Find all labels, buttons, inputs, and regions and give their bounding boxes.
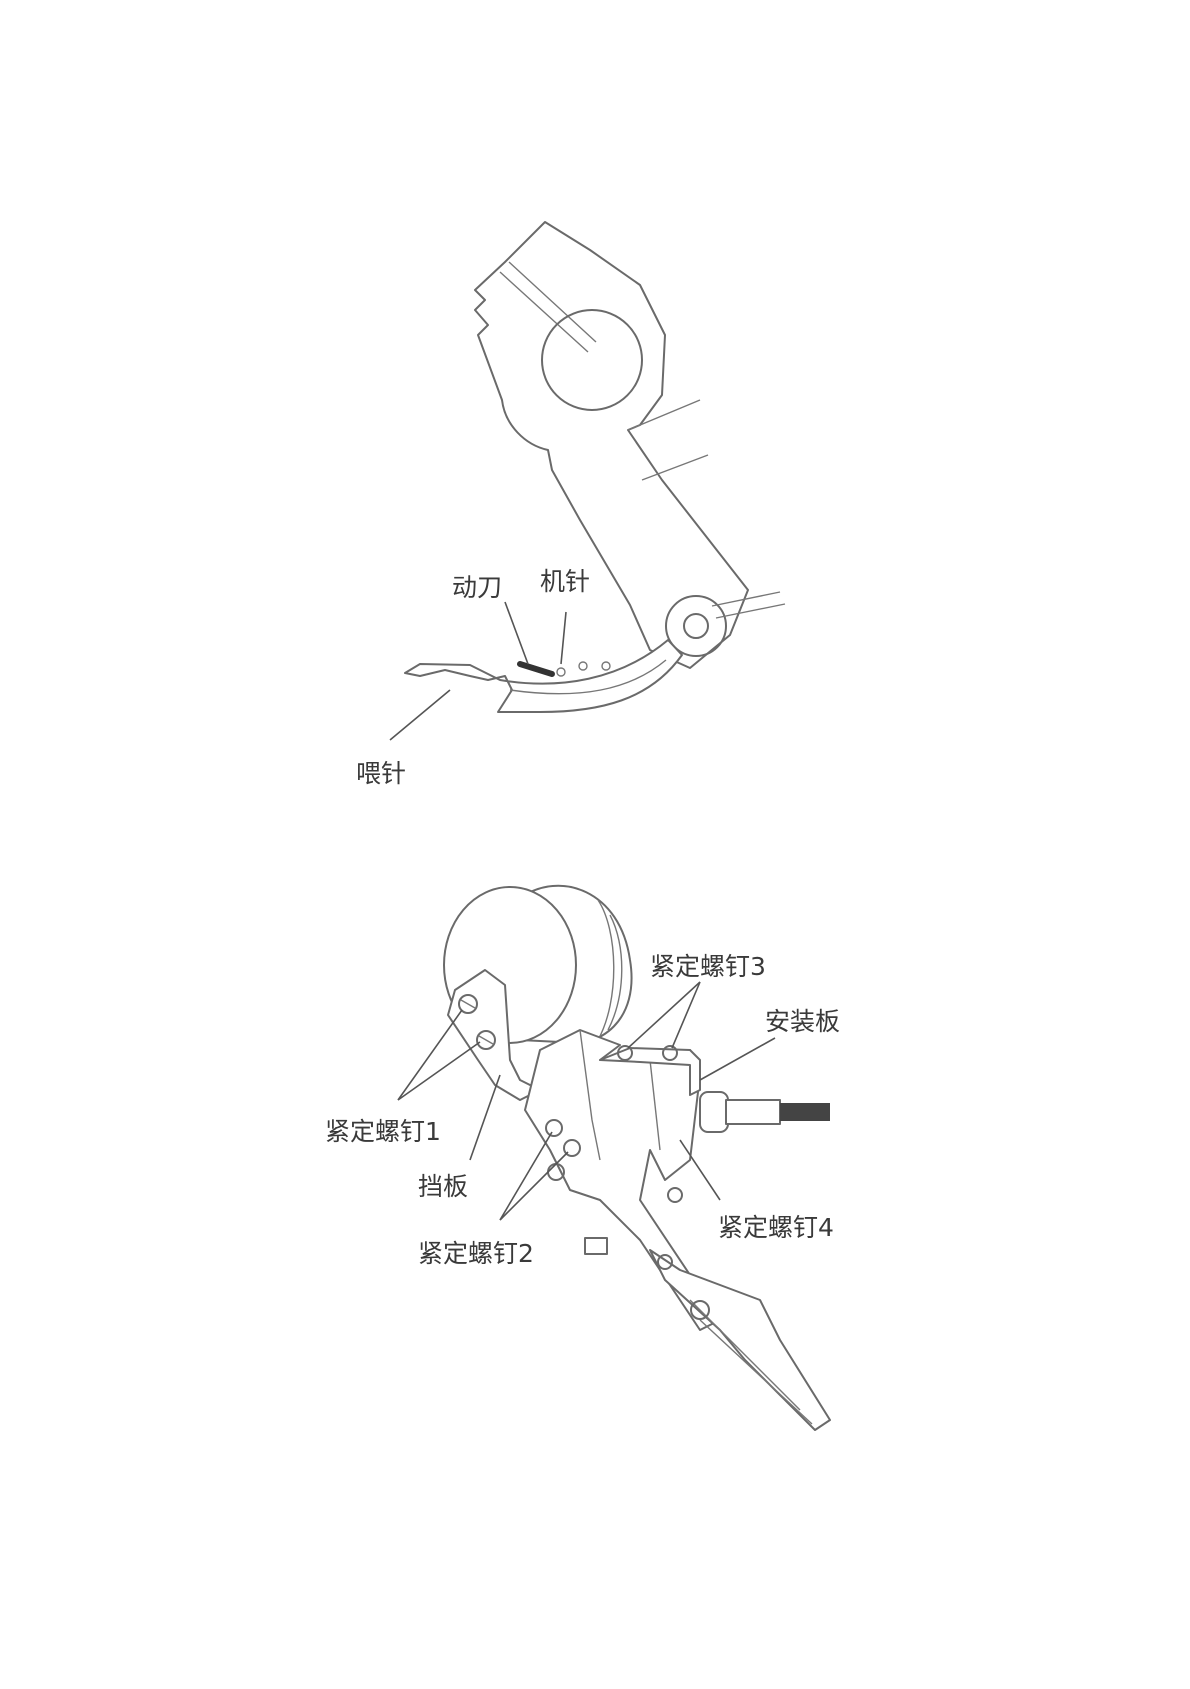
shaft-thread [780,1103,830,1121]
leader-machine-needle [561,612,566,664]
leader-moving-knife [505,602,528,664]
lower-knife-assembly [650,1250,830,1430]
leader-set-screw-4 [680,1140,720,1200]
label-moving-knife: 动刀 [452,573,502,602]
label-baffle: 挡板 [418,1172,468,1201]
figure-1-hook-arm: 动刀 机针 喂针 [356,222,785,788]
leader-set-screw-1b [398,1042,480,1100]
needle-hole-1 [557,668,565,676]
label-set-screw-2: 紧定螺钉2 [418,1239,534,1268]
leader-mounting-plate [700,1038,775,1080]
bracket-lug [668,1188,682,1202]
needle-hole-2 [579,662,587,670]
label-set-screw-1: 紧定螺钉1 [325,1117,441,1146]
label-feed-needle: 喂针 [356,759,406,788]
moving-knife-mark [520,664,552,674]
needle-hole-3 [602,662,610,670]
shaft-collar [700,1092,728,1132]
leader-feed-needle [390,690,450,740]
leader-set-screw-1a [398,1010,462,1100]
leader-set-screw-3b [672,982,700,1048]
figure-2-assembly: 紧定螺钉3 安装板 紧定螺钉1 挡板 紧定螺钉4 紧定螺钉2 [325,886,840,1430]
label-mounting-plate: 安装板 [765,1007,840,1036]
shaft-body [726,1100,780,1124]
label-set-screw-4: 紧定螺钉4 [718,1213,834,1242]
leader-baffle [470,1075,500,1160]
leader-set-screw-3a [628,982,700,1048]
arm-clamp-body [475,222,748,668]
label-set-screw-3: 紧定螺钉3 [650,952,766,981]
label-machine-needle: 机针 [540,567,590,596]
small-block [585,1238,607,1254]
